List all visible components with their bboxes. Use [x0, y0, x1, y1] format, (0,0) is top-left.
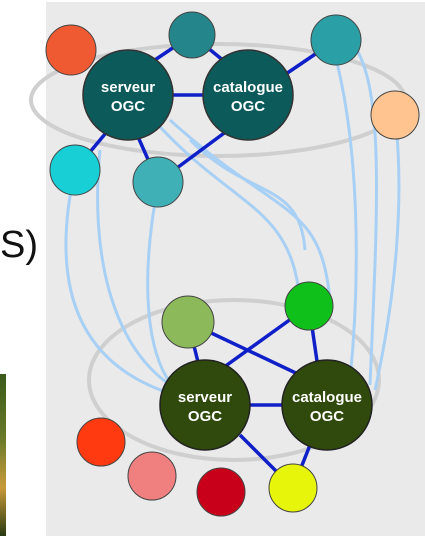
- bottom-catalogue-hub: [281, 359, 373, 451]
- curve-link: [64, 169, 176, 397]
- node-cyan: [49, 144, 101, 196]
- curve-link: [143, 109, 302, 301]
- photo-strip: [0, 374, 6, 536]
- node-peach: [370, 90, 420, 140]
- node-teal-right: [310, 14, 362, 66]
- top-server-hub: [82, 49, 174, 141]
- node-teal-bottom: [132, 156, 184, 208]
- inter-cluster-links: [64, 39, 401, 397]
- top-catalogue-hub: [202, 49, 294, 141]
- node-yellow: [268, 463, 318, 513]
- node-red: [76, 417, 126, 467]
- curve-link: [146, 184, 180, 394]
- curve-link: [96, 149, 179, 392]
- node-orange: [45, 24, 97, 76]
- curve-link: [188, 138, 307, 251]
- bottom-catalogue-label-1: catalogue: [292, 389, 362, 406]
- node-pink: [127, 451, 177, 501]
- node-light-green: [161, 295, 215, 349]
- node-teal: [168, 11, 216, 59]
- top-server-label-2: OGC: [111, 98, 145, 115]
- curve-link: [373, 114, 401, 391]
- top-server-label-1: serveur: [101, 79, 155, 96]
- bottom-ellipse: [87, 298, 381, 462]
- curve-link: [333, 54, 358, 381]
- bottom-server-label-1: serveur: [178, 389, 232, 406]
- node-green: [284, 281, 334, 331]
- top-catalogue-label-2: OGC: [231, 98, 265, 115]
- bottom-catalogue-label-2: OGC: [310, 408, 344, 425]
- bottom-server-hub: [159, 359, 251, 451]
- node-dark-red: [196, 467, 246, 517]
- curve-link: [168, 118, 332, 301]
- top-catalogue-label-1: catalogue: [213, 79, 283, 96]
- curve-link: [348, 39, 379, 386]
- bottom-server-label-2: OGC: [188, 408, 222, 425]
- fragment-text: S): [0, 224, 38, 266]
